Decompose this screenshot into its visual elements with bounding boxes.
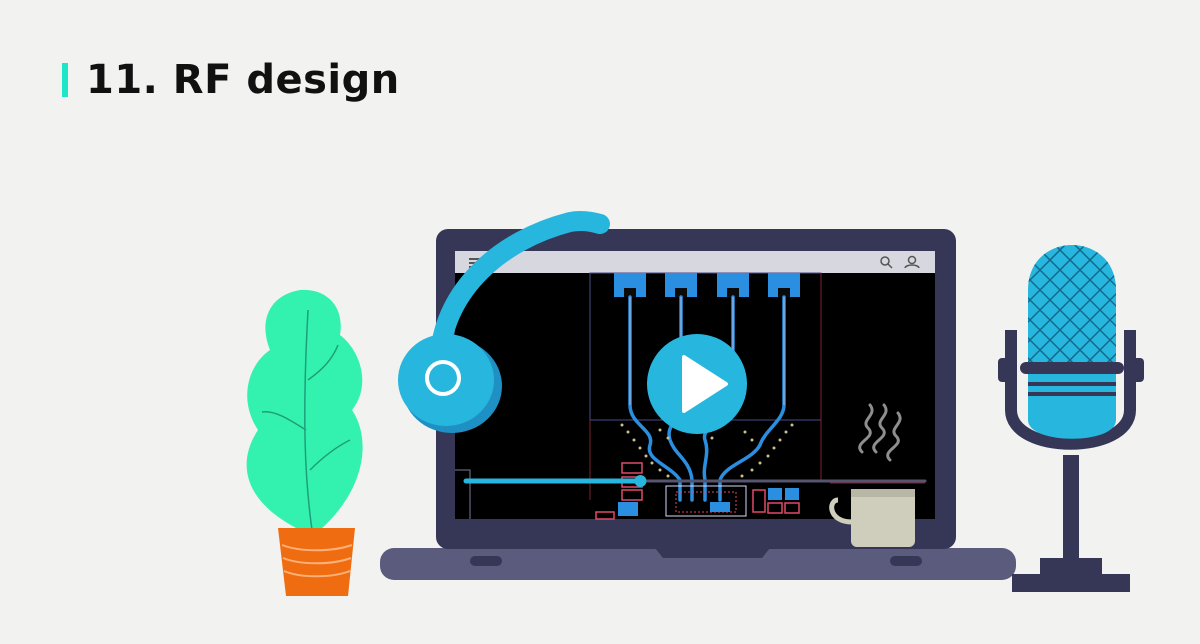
microphone-icon [998,245,1144,592]
pcb-layout [455,272,925,520]
play-button[interactable] [647,334,747,434]
plant-pot [278,528,355,596]
potted-plant-icon [246,289,363,596]
headphones-icon [398,210,610,433]
user-icon[interactable] [904,255,920,269]
page-title-block: 11. RF design [62,58,400,102]
coffee-mug-icon [829,403,915,547]
plant-stem [261,309,351,531]
search-icon[interactable] [880,256,893,269]
play-icon [682,355,728,413]
video-progress-bar[interactable] [463,475,927,487]
page-title: 11. RF design [86,57,400,103]
pcb-components [595,462,800,520]
laptop-base [380,548,1016,580]
progress-knob[interactable] [634,475,647,487]
screen [455,251,935,519]
pot-stripes [281,544,353,578]
title-accent-bar [62,63,68,97]
via-stitching [620,423,794,478]
